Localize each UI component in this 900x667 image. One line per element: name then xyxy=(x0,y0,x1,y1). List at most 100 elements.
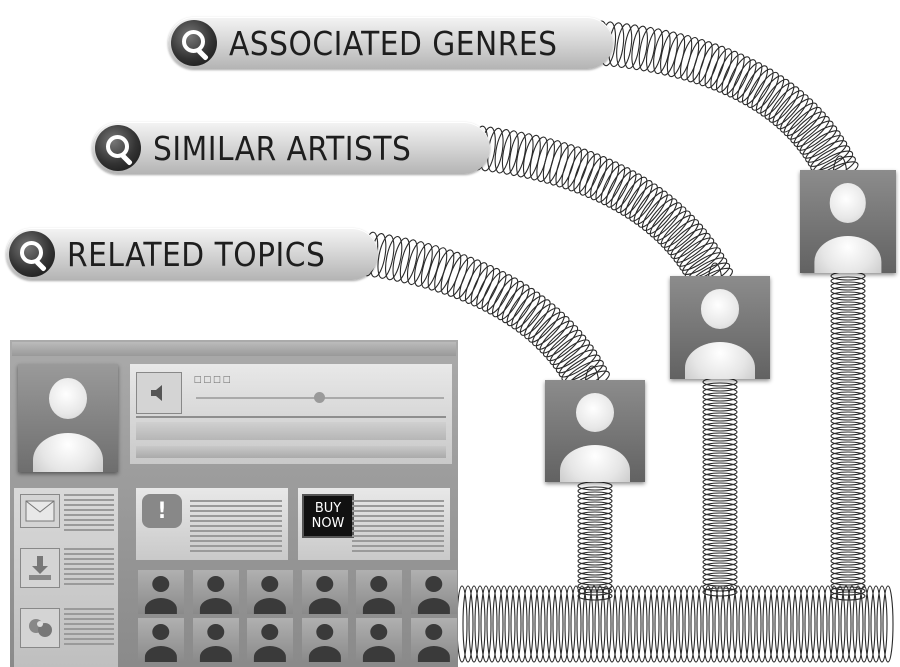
avatar-body xyxy=(199,646,232,662)
text-line xyxy=(352,510,444,512)
profile-avatar[interactable] xyxy=(18,364,118,472)
friend-avatar[interactable] xyxy=(356,618,402,662)
text-line xyxy=(190,500,282,502)
topic-avatar-tile[interactable] xyxy=(545,380,645,482)
coil-ring xyxy=(542,325,579,358)
coil-ring xyxy=(577,516,613,526)
coil-ring xyxy=(830,366,866,376)
coil-ring xyxy=(605,167,631,208)
coil-ring xyxy=(830,521,866,531)
coil-ring xyxy=(810,145,851,172)
text-line xyxy=(64,578,114,580)
coil-ring xyxy=(377,234,395,279)
coil-ring xyxy=(633,187,663,225)
coil-ring xyxy=(741,65,769,106)
friend-avatar[interactable] xyxy=(410,618,457,662)
coil-ring xyxy=(667,223,704,256)
coil-ring xyxy=(615,173,643,214)
player-controls[interactable]: □□□□ xyxy=(194,375,233,385)
coil-ring xyxy=(519,299,551,336)
coil-ring xyxy=(702,462,738,472)
coil-ring xyxy=(830,411,866,421)
avatar-icon xyxy=(424,575,443,593)
coil-ring xyxy=(579,153,602,196)
coil-ring xyxy=(830,561,866,571)
coil-ring xyxy=(830,316,866,326)
coil-ring xyxy=(392,237,411,282)
avatar-icon xyxy=(370,575,388,593)
friend-avatar[interactable] xyxy=(192,618,239,662)
coil-ring xyxy=(577,541,613,551)
friend-avatar[interactable] xyxy=(192,570,239,614)
related-topics-pill[interactable]: RELATED TOPICS xyxy=(6,228,378,280)
coil-ring xyxy=(577,511,613,521)
coil-ring xyxy=(834,585,846,663)
coil-ring xyxy=(558,585,570,663)
coil-ring xyxy=(726,585,738,663)
coil-ring xyxy=(558,349,598,378)
coil-ring xyxy=(577,546,613,556)
coil-ring xyxy=(679,242,718,271)
coil-ring xyxy=(721,53,745,96)
friend-avatar[interactable] xyxy=(138,618,184,662)
coil-ring xyxy=(641,194,673,231)
download-icon[interactable] xyxy=(20,548,60,588)
coil-ring xyxy=(830,356,866,366)
artist-avatar-tile[interactable] xyxy=(670,276,770,379)
coil-ring xyxy=(682,247,721,275)
similar-artists-pill[interactable]: SIMILAR ARTISTS xyxy=(92,122,490,174)
coil-ring xyxy=(830,306,866,316)
coil-ring xyxy=(830,431,866,441)
coil-ring xyxy=(702,472,738,482)
buy-now-button[interactable]: BUY NOW xyxy=(302,494,354,538)
friend-avatar[interactable] xyxy=(138,570,184,614)
text-line xyxy=(64,638,114,640)
friend-avatar[interactable] xyxy=(410,570,457,614)
coil-ring xyxy=(702,522,738,532)
coil-ring xyxy=(577,576,613,586)
coil-ring xyxy=(702,432,738,442)
avatar-body xyxy=(560,445,630,482)
coil-ring xyxy=(504,585,516,663)
friend-avatar[interactable] xyxy=(301,570,348,614)
avatar-body xyxy=(144,598,178,614)
coil-ring xyxy=(830,551,866,561)
coil-ring xyxy=(830,441,866,451)
coil-ring xyxy=(406,241,426,286)
coil-ring xyxy=(577,521,613,531)
coil-ring xyxy=(577,561,613,571)
coil-ring xyxy=(830,531,866,541)
coil-ring xyxy=(702,542,738,552)
associated-genres-pill[interactable]: ASSOCIATED GENRES xyxy=(168,17,613,69)
coil-ring xyxy=(830,546,866,556)
share-icon[interactable] xyxy=(20,608,60,648)
text-line xyxy=(64,519,114,521)
coil-ring xyxy=(702,532,738,542)
coil-ring xyxy=(830,336,866,346)
slider-knob[interactable] xyxy=(314,392,325,403)
coil-ring xyxy=(476,267,501,310)
coil-ring xyxy=(577,496,613,506)
mail-icon[interactable] xyxy=(20,494,60,528)
alert-icon[interactable]: ! xyxy=(142,494,182,528)
text-line xyxy=(352,550,444,552)
coil-ring xyxy=(540,585,552,663)
text-line xyxy=(190,515,282,517)
speaker-icon[interactable] xyxy=(136,372,182,414)
coil-ring xyxy=(561,146,582,190)
coil-ring xyxy=(549,142,569,186)
friend-avatar[interactable] xyxy=(247,570,293,614)
coil-ring xyxy=(702,412,738,422)
coil-ring xyxy=(459,259,482,302)
player-divider xyxy=(136,416,446,418)
friend-avatar[interactable] xyxy=(247,618,293,662)
friend-avatar[interactable] xyxy=(301,618,348,662)
genre-avatar-tile[interactable] xyxy=(800,170,896,273)
coil-ring xyxy=(830,556,866,566)
coil-ring xyxy=(830,566,866,576)
coil-ring xyxy=(515,295,546,333)
coil-ring xyxy=(577,501,613,511)
friend-avatar[interactable] xyxy=(356,570,402,614)
